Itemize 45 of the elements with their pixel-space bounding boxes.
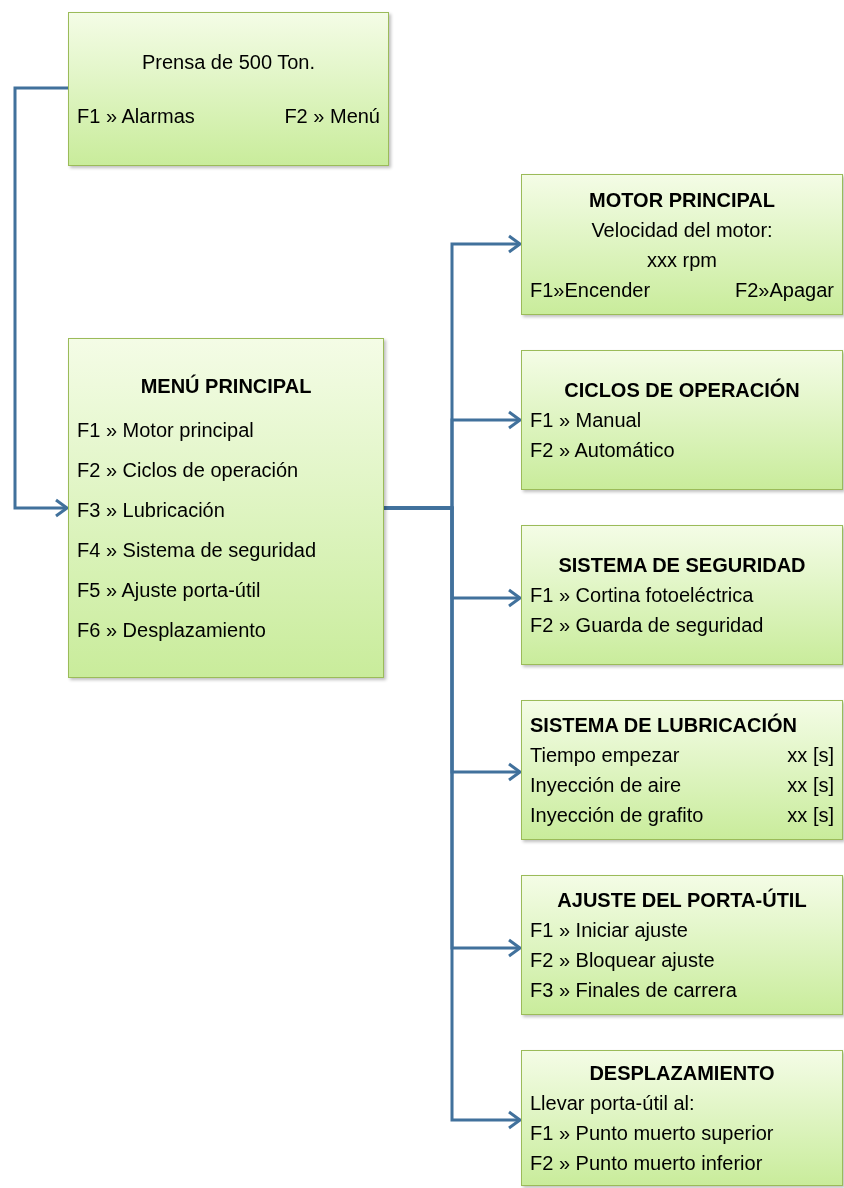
screen-heading: MOTOR PRINCIPAL <box>589 187 775 213</box>
menu-text: F2»Apagar <box>735 277 834 303</box>
menu-text: Prensa de 500 Ton. <box>141 50 316 75</box>
menu-text: F4 » Sistema de seguridad <box>77 538 317 563</box>
screen-heading: MENÚ PRINCIPAL <box>140 373 312 399</box>
menu-text: F1 » Manual <box>530 408 642 433</box>
menu-text: Velocidad del motor: <box>591 217 773 243</box>
menu-screen-box <box>521 525 843 665</box>
menu-text: Tiempo empezar <box>530 743 680 768</box>
menu-text: F2 » Bloquear ajuste <box>530 948 715 973</box>
menu-text: F2 » Ciclos de operación <box>77 458 299 483</box>
menu-text: F1 » Cortina fotoeléctrica <box>530 583 754 608</box>
menu-text: F1 » Punto muerto superior <box>530 1121 774 1146</box>
menu-screen-box <box>68 338 384 678</box>
menu-text: F2 » Punto muerto inferior <box>530 1151 763 1176</box>
menu-text: F5 » Ajuste porta-útil <box>77 578 261 603</box>
menu-screen-box <box>521 875 843 1015</box>
menu-text: F2 » Menú <box>284 104 380 129</box>
menu-text: xx [s] <box>787 803 834 828</box>
menu-text: F1 » Iniciar ajuste <box>530 918 688 943</box>
menu-text: F1 » Motor principal <box>77 418 254 443</box>
menu-text: xx [s] <box>787 773 834 798</box>
menu-text: F3 » Lubricación <box>77 498 225 523</box>
menu-text: Inyección de aire <box>530 773 682 798</box>
screen-heading: SISTEMA DE LUBRICACIÓN <box>530 712 798 738</box>
menu-screen-box <box>68 12 389 166</box>
menu-text: Llevar porta-útil al: <box>530 1091 695 1116</box>
menu-text: xxx rpm <box>647 247 717 273</box>
screen-heading: SISTEMA DE SEGURIDAD <box>558 553 806 578</box>
menu-text: F1 » Alarmas <box>77 104 195 129</box>
connector-arrow <box>13 86 69 518</box>
menu-text: F2 » Guarda de seguridad <box>530 613 764 638</box>
screen-heading: AJUSTE DEL PORTA-ÚTIL <box>557 887 807 913</box>
menu-text: Inyección de grafito <box>530 803 704 828</box>
screen-heading: DESPLAZAMIENTO <box>589 1061 775 1086</box>
menu-screen-box <box>521 1050 843 1186</box>
menu-screen-box <box>521 350 843 490</box>
screen-heading: CICLOS DE OPERACIÓN <box>564 377 800 403</box>
menu-text: F1»Encender <box>530 277 651 303</box>
menu-screen-box <box>521 700 843 840</box>
menu-text: F6 » Desplazamiento <box>77 618 266 643</box>
menu-text: F3 » Finales de carrera <box>530 978 737 1003</box>
menu-text: F2 » Automático <box>530 438 675 463</box>
menu-screen-box <box>521 174 843 315</box>
menu-text: xx [s] <box>787 743 834 768</box>
